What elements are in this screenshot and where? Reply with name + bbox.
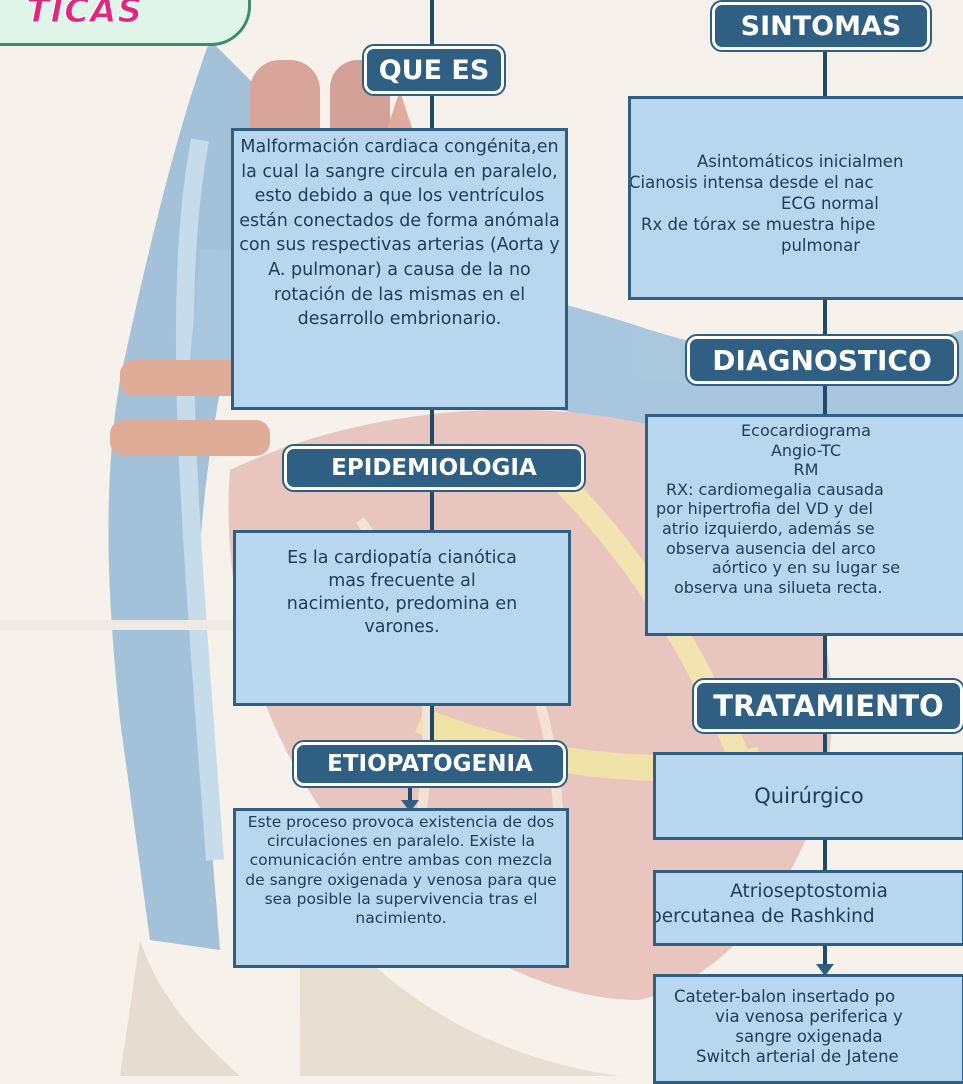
sintomas-line: ECG normal xyxy=(781,193,963,214)
sintomas-header-label: SINTOMAS xyxy=(741,11,902,42)
cateter-box: Cateter-balon insertado po via venosa pe… xyxy=(653,974,963,1084)
quirurgico-text: Quirúrgico xyxy=(754,784,863,808)
sintomas-line: pulmonar xyxy=(781,235,963,256)
diagnostico-line: atrio izquierdo, además se xyxy=(648,519,963,539)
cateter-line: Switch arterial de Jatene xyxy=(656,1047,962,1067)
quirurgico-box: Quirúrgico xyxy=(653,752,963,840)
connector-line xyxy=(823,838,827,872)
sintomas-header: SINTOMAS xyxy=(712,2,930,50)
epidemiologia-header: EPIDEMIOLOGIA xyxy=(284,446,584,490)
etiopatogenia-header: ETIOPATOGENIA xyxy=(294,742,566,786)
atrioseptostomia-box: Atrioseptostomia percutanea de Rashkind xyxy=(653,870,963,946)
cateter-line: Cateter-balon insertado po xyxy=(656,987,962,1007)
connector-line xyxy=(430,96,434,130)
diagnostico-line: observa una silueta recta. xyxy=(648,578,963,598)
tratamiento-header: TRATAMIENTO xyxy=(694,680,963,732)
que-es-box: Malformación cardiaca congénita,en la cu… xyxy=(231,128,568,410)
cateter-line: sangre oxigenada xyxy=(656,1027,962,1047)
epidemiologia-header-label: EPIDEMIOLOGIA xyxy=(331,455,537,481)
etiopatogenia-box: Este proceso provoca existencia de dos c… xyxy=(233,808,569,968)
connector-line xyxy=(823,298,827,338)
diagnostico-line: aórtico y en su lugar se xyxy=(648,558,963,578)
diagnostico-line: observa ausencia del arco xyxy=(648,539,963,559)
connector-line xyxy=(823,634,827,686)
title-badge: TICAS xyxy=(0,0,251,46)
tratamiento-header-label: TRATAMIENTO xyxy=(713,689,943,723)
sintomas-line: Cianosis intensa desde el nac xyxy=(629,172,963,193)
sintomas-line: Rx de tórax se muestra hipe xyxy=(641,214,963,235)
diagnostico-line: Angio-TC xyxy=(648,441,963,461)
epidemiologia-box: Es la cardiopatía cianótica mas frecuent… xyxy=(233,530,571,706)
cateter-line: via venosa periferica y xyxy=(656,1007,962,1027)
connector-line xyxy=(823,48,827,98)
diagnostico-box: Ecocardiograma Angio-TC RM RX: cardiomeg… xyxy=(645,414,963,636)
connector-line xyxy=(430,408,434,448)
que-es-text: Malformación cardiaca congénita,en la cu… xyxy=(238,135,561,332)
atrioseptostomia-line: percutanea de Rashkind xyxy=(653,904,962,929)
diagnostico-header-label: DIAGNOSTICO xyxy=(712,344,932,377)
diagnostico-line: RX: cardiomegalia causada xyxy=(648,480,963,500)
sintomas-line: Asintomáticos inicialmen xyxy=(697,151,963,172)
connector-line xyxy=(430,0,434,52)
connector-line xyxy=(823,382,827,418)
sintomas-box: Asintomáticos inicialmen Cianosis intens… xyxy=(628,96,963,300)
etiopatogenia-text: Este proceso provoca existencia de dos c… xyxy=(240,813,562,928)
que-es-header-label: QUE ES xyxy=(379,55,490,86)
connector-line xyxy=(823,730,827,752)
diagnostico-line: por hipertrofia del VD y del xyxy=(648,499,963,519)
title-text: TICAS xyxy=(0,0,143,31)
diagnostico-line: RM xyxy=(648,460,963,480)
epidemiologia-text: Es la cardiopatía cianótica mas frecuent… xyxy=(276,547,528,639)
diagnostico-header: DIAGNOSTICO xyxy=(687,336,957,384)
diagnostico-line: Ecocardiograma xyxy=(648,421,963,441)
que-es-header: QUE ES xyxy=(364,46,504,94)
atrioseptostomia-line: Atrioseptostomia xyxy=(656,879,962,904)
etiopatogenia-header-label: ETIOPATOGENIA xyxy=(327,751,533,777)
connector-line xyxy=(430,488,434,532)
connector-line xyxy=(430,704,434,746)
